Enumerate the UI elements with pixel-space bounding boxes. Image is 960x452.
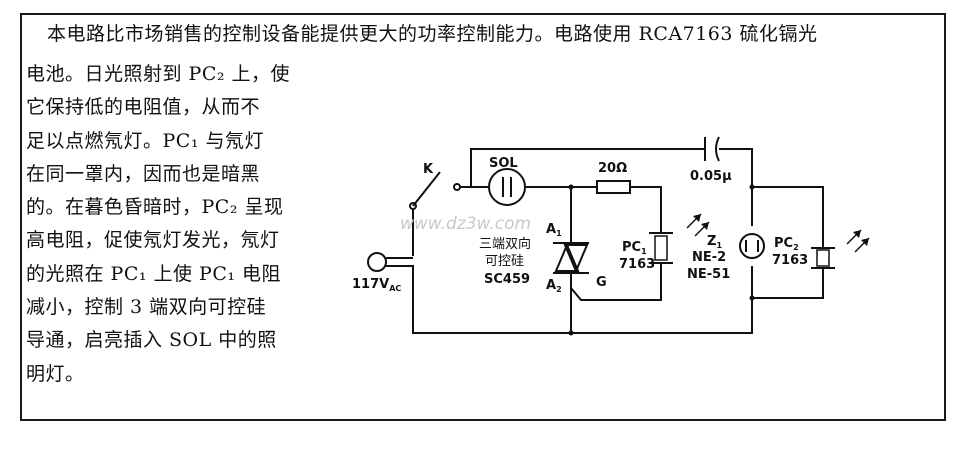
resistor-icon: [596, 180, 631, 194]
triac-a1-label: A1: [546, 222, 562, 238]
description-line: 的光照在 PC₁ 上使 PC₁ 电阻: [26, 262, 282, 285]
pc2-photocell-body: [816, 249, 830, 267]
pc2-part-number: 7163: [772, 253, 808, 268]
pc1-label: PC1: [622, 240, 647, 256]
triac-icon: [554, 242, 580, 272]
resistor-label: 20Ω: [598, 161, 627, 176]
description-first-line: 本电路比市场销售的控制设备能提供更大的功率控制能力。电路使用 RCA7163 硫…: [47, 23, 818, 45]
sol-socket-icon: [488, 168, 526, 206]
junction-dot: [568, 330, 574, 336]
triac-icon-reverse: [563, 244, 589, 274]
description-paragraph: 电池。日光照射到 PC₂ 上，使 它保持低的电阻值，从而不 足以点燃氖灯。PC₁…: [26, 58, 302, 391]
pc2-label: PC2: [774, 236, 799, 252]
description-line: 导通，启亮插入 SOL 中的照: [26, 329, 277, 352]
arrow-head: [701, 222, 709, 230]
description-line: 足以点燃氖灯。PC₁ 与氖灯: [26, 129, 264, 152]
description-line: 减小，控制 3 端双向可控硅: [26, 296, 267, 319]
triac-gate-label: G: [596, 275, 607, 290]
description-line: 它保持低的电阻值，从而不: [26, 96, 261, 119]
switch-label: K: [423, 162, 434, 177]
junction-dot: [749, 295, 755, 301]
triac-a2-label: A2: [546, 278, 562, 294]
description-line: 明灯。: [26, 362, 85, 385]
arrow-head: [853, 230, 861, 238]
plug-icon: [367, 252, 387, 272]
pc1-part-number: 7163: [619, 257, 655, 272]
switch-contact: [453, 183, 461, 191]
wire-res-out: [630, 186, 662, 233]
switch-pivot: [409, 202, 417, 210]
neon-label: Z1: [707, 234, 722, 250]
wire-pc1-down: [570, 263, 662, 301]
neon-part-alt: NE-51: [687, 267, 730, 282]
triac-part-number: SC459: [484, 272, 530, 287]
socket-label: SOL: [489, 156, 518, 171]
watermark-text: www.dz3w.com: [400, 214, 531, 234]
capacitor-label: 0.05μ: [690, 169, 732, 184]
switch-blade: [412, 171, 441, 207]
triac-name-line2: 可控硅: [485, 254, 524, 269]
description-line: 的。在暮色昏暗时，PC₂ 呈现: [26, 196, 284, 219]
triac-name-line1: 三端双向: [479, 236, 531, 252]
wire-pc2-bottom: [752, 268, 824, 299]
supply-label: 117VAC: [352, 277, 401, 293]
description-line: 高电阻，促使氖灯发光，氖灯: [26, 229, 280, 252]
wire-top-right: [719, 148, 753, 226]
wire-pc2-top: [752, 186, 824, 248]
description-line: 在同一罩内，因而也是暗黑: [26, 162, 261, 185]
description-line: 电池。日光照射到 PC₂ 上，使: [26, 63, 291, 85]
neon-lamp-icon: [739, 233, 765, 259]
wire-top-left: [470, 148, 705, 187]
plug-cord: [400, 265, 414, 282]
capacitor-plate-curved: [715, 136, 720, 162]
diagram-frame: [20, 13, 946, 421]
junction-dot: [568, 184, 574, 190]
pc1-photocell-body: [654, 235, 668, 261]
junction-dot: [749, 184, 755, 190]
arrow-head: [861, 238, 869, 246]
arrow-head: [693, 214, 701, 222]
neon-part-primary: NE-2: [692, 250, 726, 265]
